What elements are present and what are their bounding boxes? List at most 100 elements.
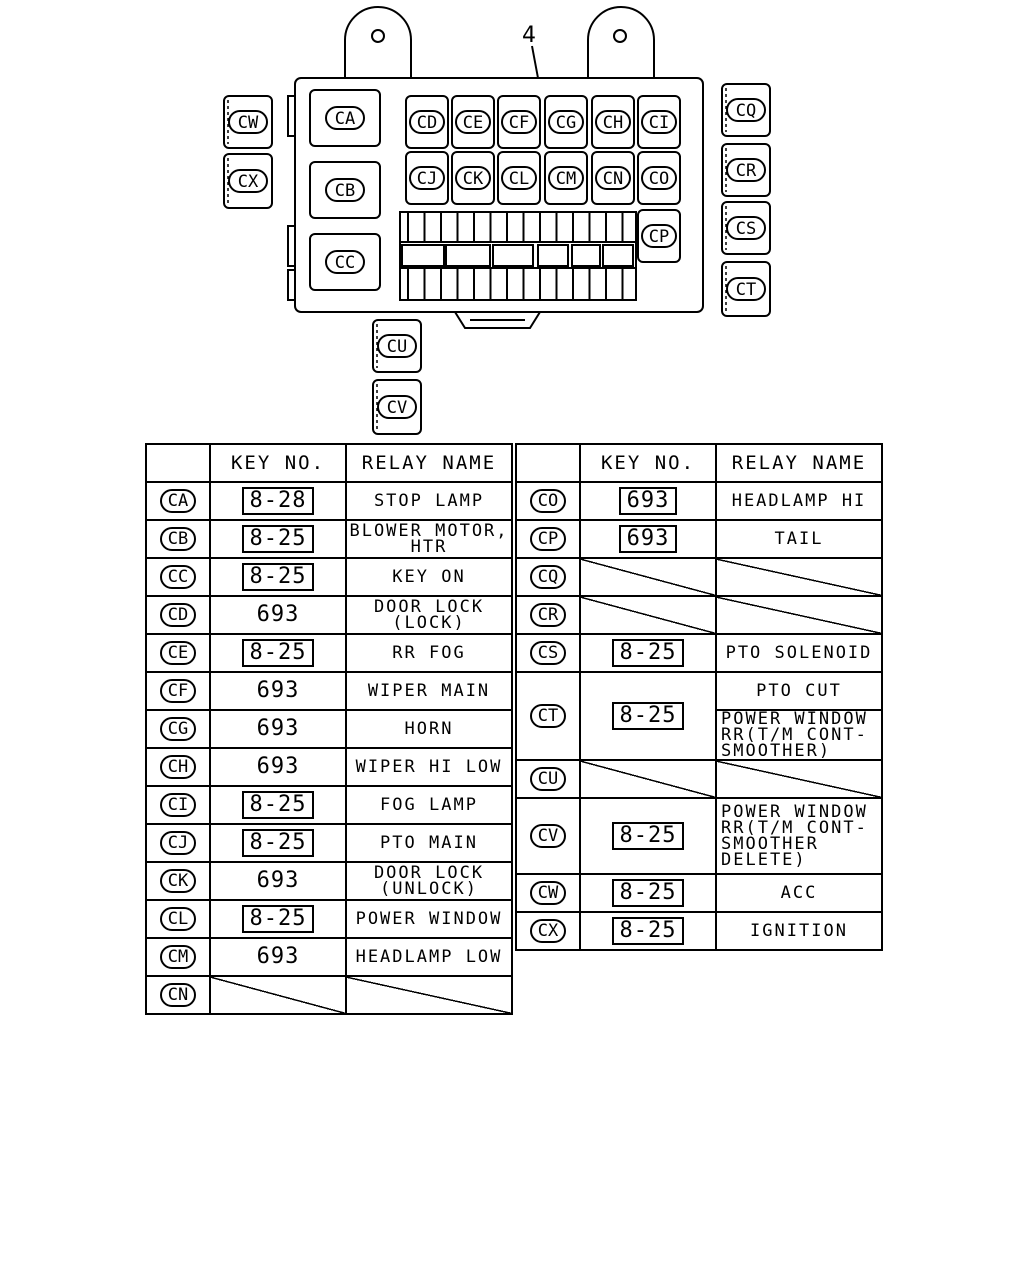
relay-box-label: CR [736, 161, 757, 181]
table-row: CU [515, 759, 883, 799]
key-number: 8-25 [611, 822, 685, 850]
relay-box-cb: CB [309, 161, 381, 219]
relay-name [345, 975, 513, 1015]
key-number: 8-25 [241, 791, 315, 819]
relay-code-badge: CG [159, 717, 197, 741]
relay-code-badge: CK [159, 869, 197, 893]
relay-box-cl: CL [497, 151, 541, 205]
key-number: 693 [256, 753, 300, 779]
relay-box-cw: CW [223, 95, 273, 149]
key-number: 693 [618, 487, 678, 515]
relay-box-cm: CM [544, 151, 588, 205]
relay-box-cq: CQ [721, 83, 771, 137]
relay-box-label: CU [387, 337, 407, 357]
relay-box-label: CP [649, 227, 669, 247]
relay-box-label: CE [463, 113, 483, 133]
relay-box-cc: CC [309, 233, 381, 291]
relay-box-label: CK [463, 169, 484, 189]
connector-tab-bottom [454, 311, 541, 329]
relay-box-label: CS [736, 219, 756, 239]
relay-code-badge: CX [529, 919, 567, 943]
relay-box-housing [294, 77, 704, 313]
mounting-ear-left [344, 6, 412, 78]
table-row: CN [145, 975, 513, 1015]
relay-box-ct: CT [721, 261, 771, 317]
table-row: CH 693 WIPER HI LOW [145, 747, 513, 787]
relay-name: POWER WINDOW RR(T/M CONT- SMOOTHER) [715, 709, 883, 761]
relay-name: WIPER HI LOW [345, 747, 513, 787]
key-number: 8-25 [611, 702, 685, 730]
relay-name: POWER WINDOW [345, 899, 513, 939]
relay-box-cv: CV [372, 379, 422, 435]
relay-code-badge: CQ [529, 565, 567, 589]
key-number: 8-25 [241, 639, 315, 667]
relay-code-badge: CC [159, 565, 197, 589]
mounting-ear-right [587, 6, 655, 78]
relay-name: PTO SOLENOID [715, 633, 883, 673]
relay-name [715, 759, 883, 799]
relay-code-badge: CF [159, 679, 197, 703]
callout-number: 4 [522, 23, 536, 48]
relay-box-label: CF [509, 113, 529, 133]
relay-code-badge: CE [159, 641, 197, 665]
relay-name: KEY ON [345, 557, 513, 597]
relay-box-label: CX [238, 172, 259, 192]
header-relay-name: RELAY NAME [345, 443, 513, 483]
relay-name: DOOR LOCK (LOCK) [345, 595, 513, 635]
relay-code-badge: CR [529, 603, 567, 627]
header-key-no: KEY NO. [209, 443, 347, 483]
key-number: 693 [618, 525, 678, 553]
relay-name [715, 557, 883, 597]
relay-name: STOP LAMP [345, 481, 513, 521]
relay-box-cs: CS [721, 201, 771, 255]
relay-code-badge: CL [159, 907, 197, 931]
relay-box-ch: CH [591, 95, 635, 149]
relay-box-label: CL [509, 169, 529, 189]
relay-box-label: CB [335, 181, 355, 201]
relay-name: POWER WINDOW RR(T/M CONT- SMOOTHER DELET… [715, 797, 883, 875]
relay-box-label: CN [603, 169, 623, 189]
table-row: CE 8-25 RR FOG [145, 633, 513, 673]
header-key-no: KEY NO. [579, 443, 717, 483]
relay-name: HORN [345, 709, 513, 749]
relay-box-label: CI [649, 113, 669, 133]
key-number: 8-25 [241, 525, 315, 553]
relay-name: TAIL [715, 519, 883, 559]
relay-box-cd: CD [405, 95, 449, 149]
relay-box-label: CT [736, 280, 756, 300]
relay-code-badge: CW [529, 881, 567, 905]
relay-name [715, 595, 883, 635]
relay-box-cr: CR [721, 143, 771, 197]
relay-box-cf: CF [497, 95, 541, 149]
relay-code-badge: CI [159, 793, 197, 817]
key-number: 693 [256, 943, 300, 969]
relay-box-co: CO [637, 151, 681, 205]
relay-code-badge: CH [159, 755, 197, 779]
key-number: 693 [256, 601, 300, 627]
relay-box-label: CW [238, 113, 259, 133]
relay-name: IGNITION [715, 911, 883, 951]
relay-box-label: CM [556, 169, 576, 189]
relay-box-label: CA [335, 109, 355, 129]
relay-code-badge: CO [529, 489, 567, 513]
relay-name: HEADLAMP LOW [345, 937, 513, 977]
relay-code-badge: CU [529, 767, 567, 791]
relay-box-label: CH [603, 113, 623, 133]
relay-box-label: CV [387, 398, 407, 418]
relay-box-label: CJ [417, 169, 437, 189]
table-row: CQ [515, 557, 883, 597]
relay-box-label: CD [417, 113, 437, 133]
relay-name: RR FOG [345, 633, 513, 673]
